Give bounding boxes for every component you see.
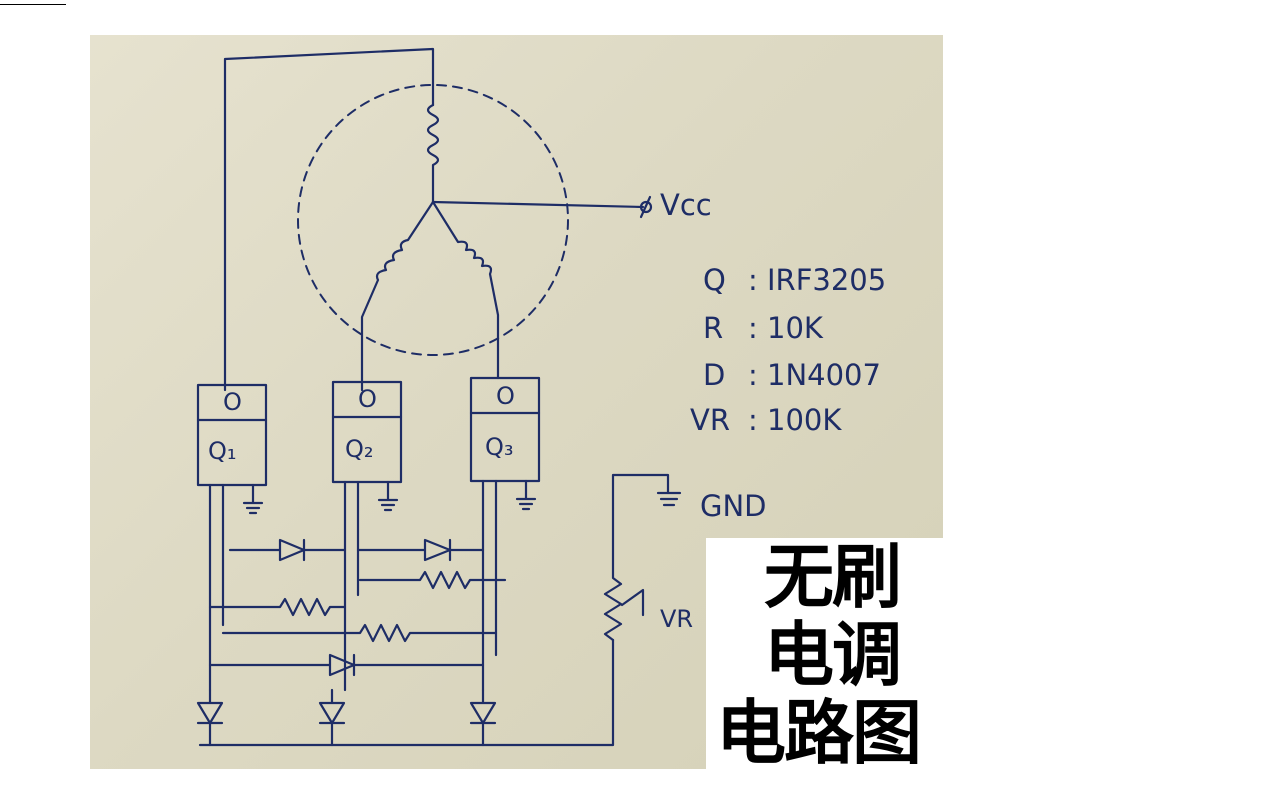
- diode-d2: [318, 688, 346, 747]
- schematic-drawing: O O O Q₁ Q₂ Q₃ Vcc GND VR Q : IRF3205 R …: [196, 47, 886, 747]
- legend-value-d: : 1N4007: [748, 358, 881, 392]
- q1-label: Q₁: [208, 437, 237, 465]
- component-legend: Q : IRF3205 R : 10K D : 1N4007 VR : 100K: [690, 263, 886, 437]
- gnd-label: GND: [700, 489, 767, 523]
- motor-outline: [297, 84, 569, 356]
- q3-body: [469, 376, 541, 483]
- bottom-rail: [198, 638, 615, 747]
- diode-mid: [208, 653, 485, 677]
- legend-value-r: : 10K: [748, 311, 824, 345]
- diode-d3: [469, 688, 497, 747]
- vcc-wire: [431, 200, 645, 209]
- q3-pin-label: O: [496, 382, 515, 410]
- legend-key-r: R: [703, 311, 723, 345]
- gnd-symbol: [656, 491, 682, 507]
- diode-d1: [196, 688, 224, 747]
- q1-body: [196, 383, 268, 487]
- q3-label: Q₃: [485, 433, 514, 461]
- vr-resistor: [603, 473, 670, 642]
- legend-key-vr: VR: [690, 403, 730, 437]
- diode-top-right: [356, 538, 485, 562]
- legend-key-q: Q: [703, 263, 726, 297]
- title-line-2: 电调: [764, 614, 902, 696]
- vr-label: VR: [660, 605, 693, 633]
- legend-key-d: D: [703, 358, 725, 392]
- coil-a: [426, 103, 440, 204]
- vcc-terminal: [639, 200, 653, 214]
- feedback-wire: [223, 47, 435, 392]
- top-left-mark: [0, 0, 66, 5]
- legend-value-q: : IRF3205: [748, 263, 886, 297]
- title-line-1: 无刷: [764, 538, 902, 618]
- q2-ground: [377, 480, 399, 512]
- schematic-photo: O O O Q₁ Q₂ Q₃ Vcc GND VR Q : IRF3205 R …: [90, 35, 943, 769]
- resistor-upper: [358, 570, 507, 590]
- coil-b: [360, 200, 435, 392]
- q3-ground: [515, 479, 537, 511]
- title-overlay: 无刷 电调 电路图: [706, 538, 946, 770]
- q1-ground: [242, 483, 264, 515]
- q2-label: Q₂: [345, 435, 374, 463]
- q2-body: [331, 380, 403, 484]
- q1-pin-label: O: [223, 388, 242, 416]
- diode-top-left: [228, 538, 347, 562]
- title-line-3: 电路图: [716, 692, 922, 770]
- resistor-lower: [221, 623, 498, 643]
- legend-value-vr: : 100K: [748, 403, 842, 437]
- q2-pin-label: O: [358, 385, 377, 413]
- vcc-label: Vcc: [660, 188, 712, 222]
- resistor-middle: [208, 597, 347, 617]
- vr-wiper: [620, 588, 645, 617]
- coil-c: [431, 200, 500, 380]
